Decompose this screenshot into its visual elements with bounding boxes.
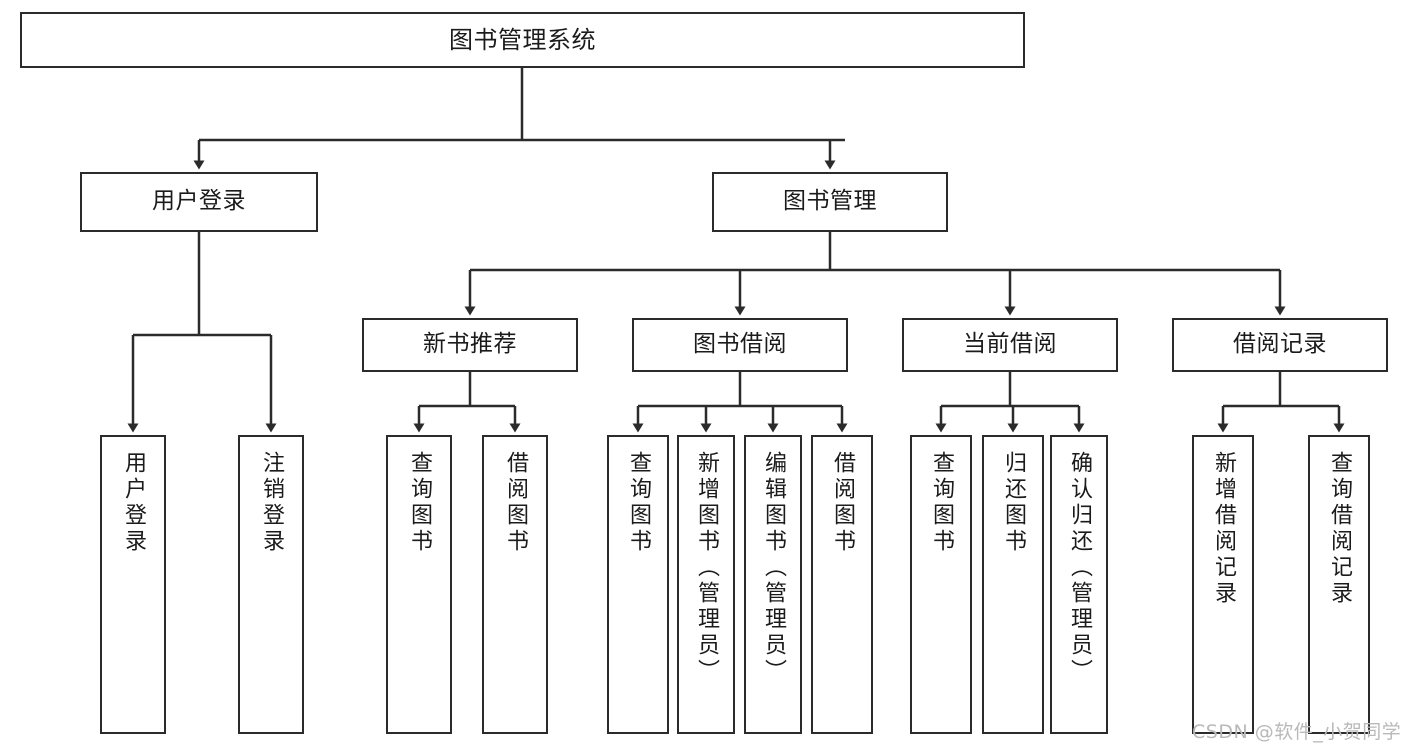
node-label: 查询图书 <box>626 451 651 555</box>
node-label: 注销登录 <box>259 451 284 555</box>
node-leaf-add-record[interactable]: 新增借阅记录 <box>1192 435 1254 734</box>
node-leaf-confirm-return[interactable]: 确认归还（管理员） <box>1050 435 1108 734</box>
node-leaf-edit-book[interactable]: 编辑图书（管理员） <box>744 435 802 734</box>
node-label: 图书借阅 <box>693 331 787 358</box>
node-new-book-recommend[interactable]: 新书推荐 <box>362 318 578 372</box>
link-root-to-level1 <box>193 68 845 170</box>
node-book-borrow[interactable]: 图书借阅 <box>632 318 848 372</box>
node-leaf-query-record[interactable]: 查询借阅记录 <box>1308 435 1370 734</box>
node-label: 新增借阅记录 <box>1211 451 1236 607</box>
node-label: 用户登录 <box>121 451 146 555</box>
node-label: 新增图书（管理员） <box>694 451 719 685</box>
node-label: 用户登录 <box>152 188 246 215</box>
node-label: 借阅记录 <box>1233 331 1327 358</box>
node-leaf-query-book-2[interactable]: 查询图书 <box>607 435 669 734</box>
node-label: 查询图书 <box>929 451 954 555</box>
node-label: 图书管理系统 <box>449 25 596 54</box>
node-label: 查询借阅记录 <box>1327 451 1352 607</box>
node-leaf-return-book[interactable]: 归还图书 <box>982 435 1044 734</box>
node-borrow-record[interactable]: 借阅记录 <box>1172 318 1388 372</box>
node-root-system[interactable]: 图书管理系统 <box>20 12 1025 68</box>
node-user-login[interactable]: 用户登录 <box>80 172 318 232</box>
node-label: 新书推荐 <box>423 331 517 358</box>
node-book-manage[interactable]: 图书管理 <box>712 172 948 232</box>
node-label: 确认归还（管理员） <box>1067 451 1092 685</box>
link-borrowrecord-to-leaves <box>1217 372 1345 433</box>
node-label: 借阅图书 <box>830 451 855 555</box>
node-current-borrow[interactable]: 当前借阅 <box>902 318 1118 372</box>
node-label: 查询图书 <box>407 451 432 555</box>
node-leaf-query-book-1[interactable]: 查询图书 <box>386 435 452 734</box>
node-label: 归还图书 <box>1001 451 1026 555</box>
link-userlogin-to-leaves <box>127 232 277 433</box>
node-label: 借阅图书 <box>503 451 528 555</box>
link-bookborrow-to-leaves <box>632 372 848 433</box>
node-leaf-query-book-3[interactable]: 查询图书 <box>910 435 972 734</box>
link-newbook-to-leaves <box>413 372 521 433</box>
node-leaf-user-login[interactable]: 用户登录 <box>100 435 166 734</box>
node-leaf-borrow-book-1[interactable]: 借阅图书 <box>482 435 548 734</box>
node-leaf-add-book[interactable]: 新增图书（管理员） <box>677 435 735 734</box>
link-bookmanage-to-level2 <box>464 232 1286 316</box>
node-leaf-user-logout[interactable]: 注销登录 <box>238 435 304 734</box>
node-label: 图书管理 <box>783 188 877 215</box>
node-leaf-borrow-book-2[interactable]: 借阅图书 <box>811 435 873 734</box>
node-label: 当前借阅 <box>963 331 1057 358</box>
link-currentborrow-to-leaves <box>935 372 1085 433</box>
node-label: 编辑图书（管理员） <box>761 451 786 685</box>
